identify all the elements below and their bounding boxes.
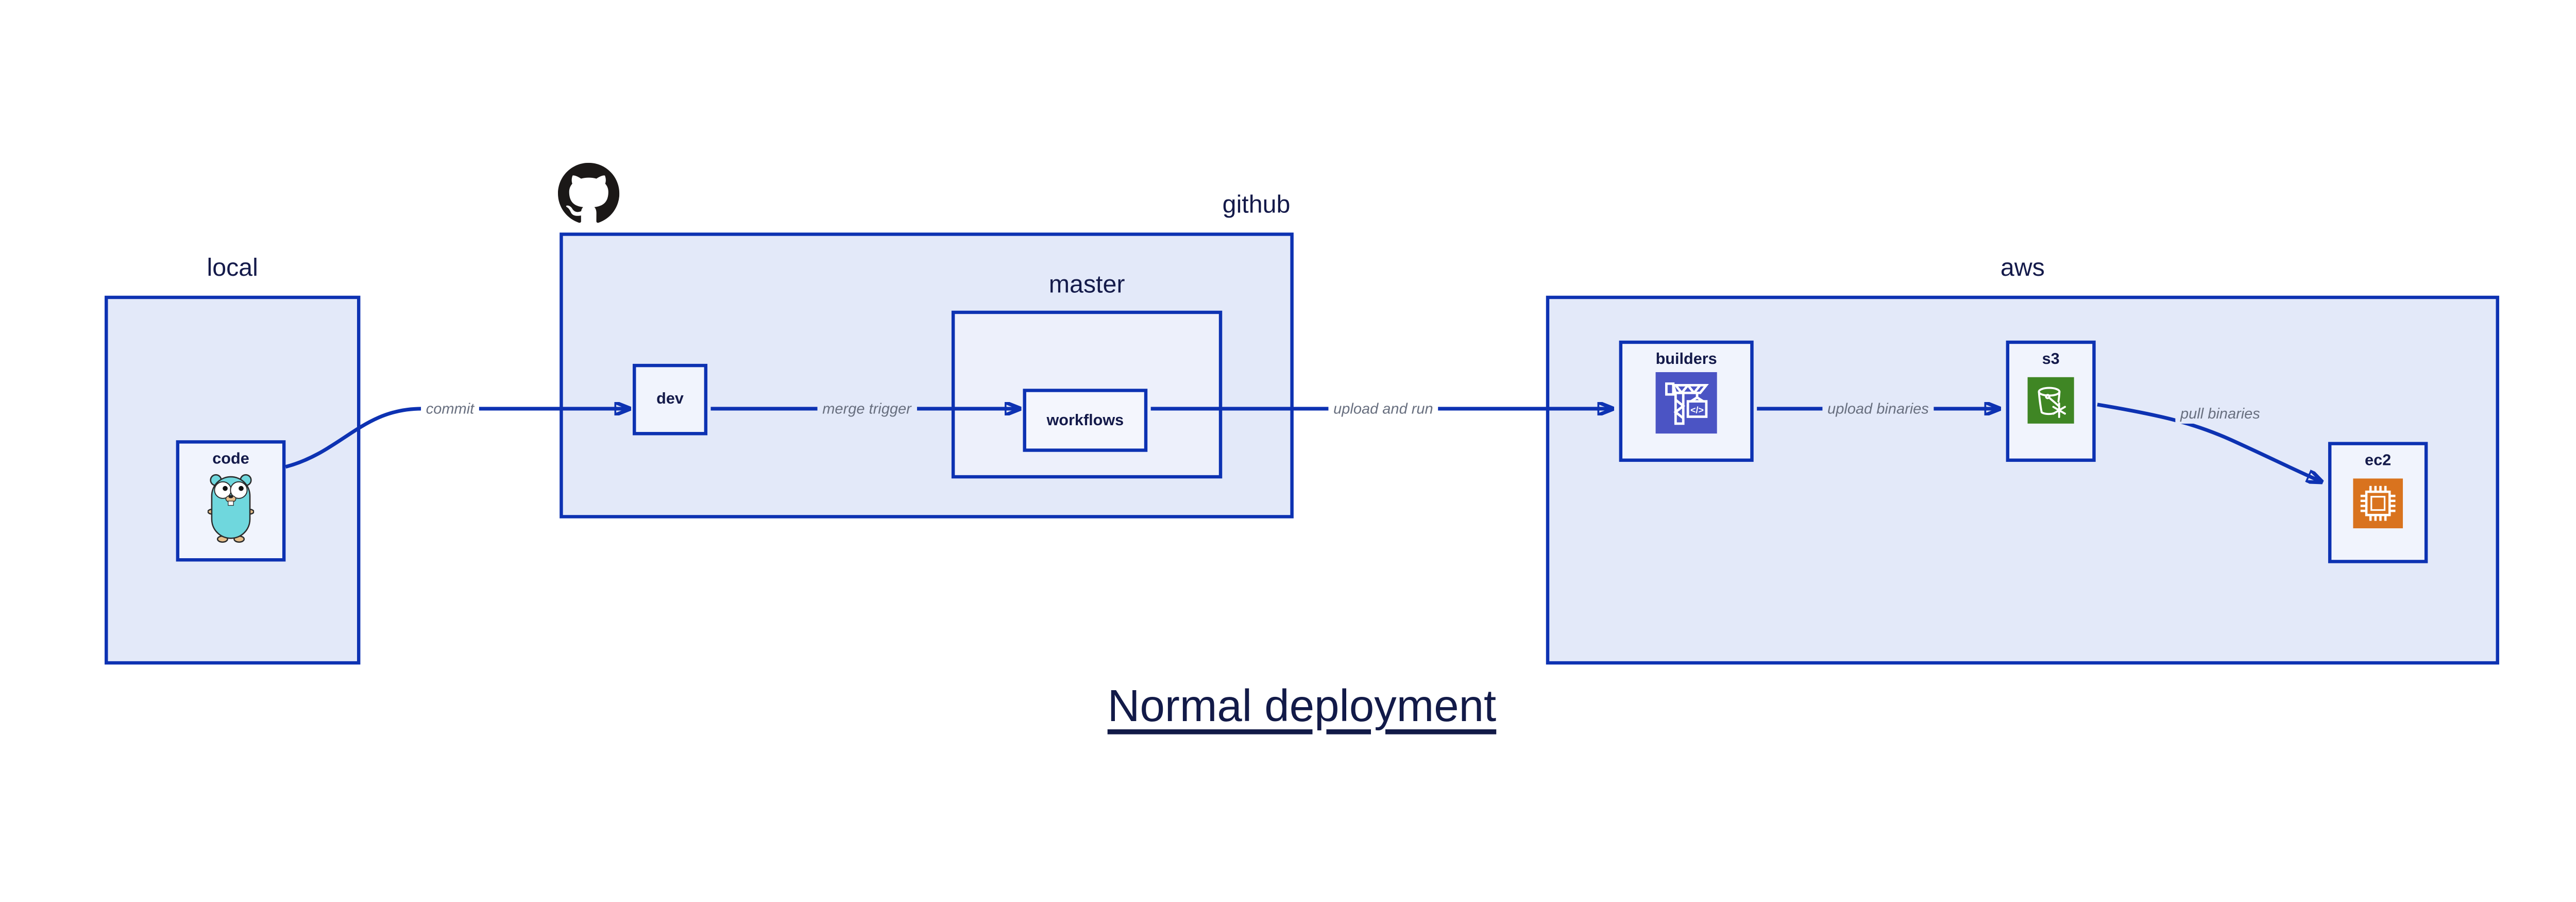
node-label-workflows: workflows — [1046, 411, 1124, 430]
diagram-title: Normal deployment — [0, 681, 2576, 733]
aws-ec2-icon — [2353, 478, 2403, 528]
node-label-s3: s3 — [2042, 350, 2060, 369]
node-dev: dev — [633, 363, 708, 436]
edge-label-merge-trigger: merge trigger — [817, 398, 917, 419]
diagram-title-text: Normal deployment — [1107, 681, 1497, 731]
container-label-github: github — [1222, 191, 1291, 220]
aws-s3-glacier-icon — [2027, 377, 2074, 424]
container-label-master: master — [1048, 271, 1125, 299]
github-logo-icon — [557, 162, 620, 223]
node-workflows: workflows — [1023, 389, 1148, 452]
edge-label-upload-and-run: upload and run — [1328, 398, 1438, 419]
node-ec2: ec2 — [2328, 442, 2428, 563]
edge-label-commit: commit — [421, 398, 479, 419]
edge-label-pull-binaries: pull binaries — [2175, 404, 2265, 424]
container-label-local: local — [207, 254, 258, 282]
node-label-ec2: ec2 — [2365, 452, 2392, 471]
node-label-dev: dev — [656, 390, 684, 409]
node-label-code: code — [212, 450, 249, 469]
edge-label-upload-binaries: upload binaries — [1822, 398, 1934, 419]
container-label-aws: aws — [2000, 254, 2045, 282]
node-label-builders: builders — [1655, 350, 1717, 369]
go-gopher-icon — [207, 474, 255, 543]
svg-text:</>: </> — [1690, 405, 1704, 415]
aws-codebuild-icon: </> — [1655, 372, 1717, 434]
node-s3: s3 — [2006, 340, 2096, 462]
